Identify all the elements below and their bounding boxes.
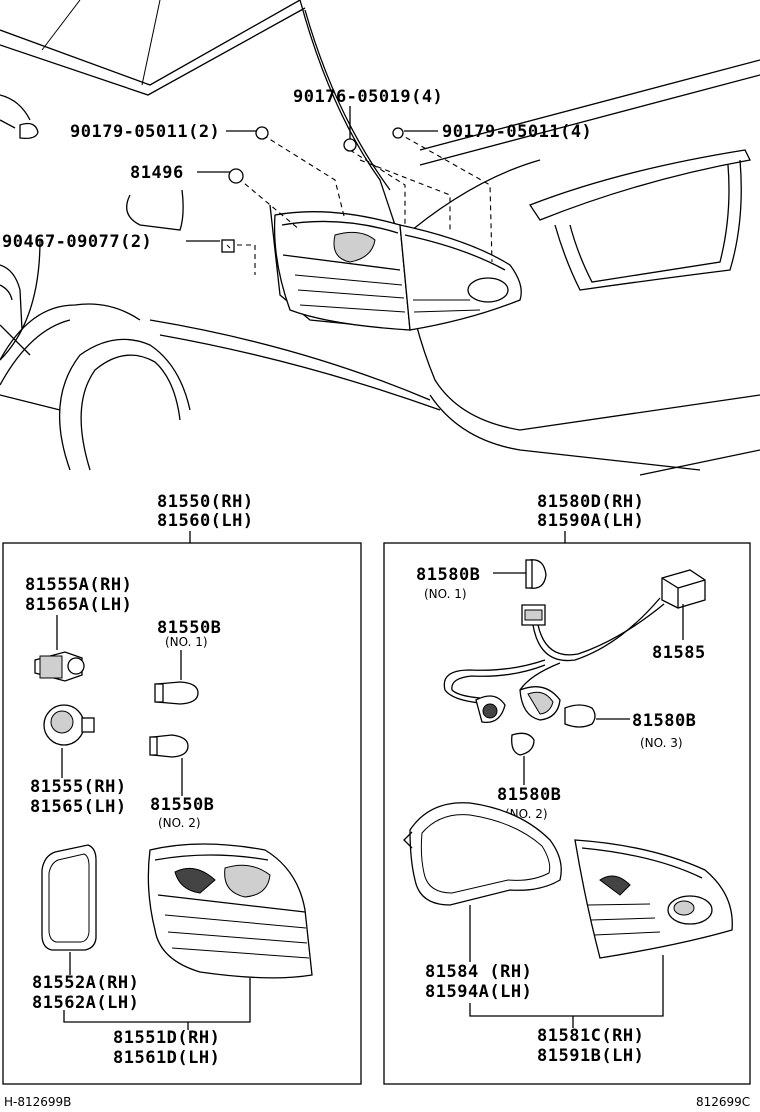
callout-nut: 90467-09077(2) — [2, 232, 152, 252]
vehicle-rear-illustration — [0, 0, 760, 476]
left-assembly-box — [2, 542, 362, 1085]
socket-lh-label: 81565(LH) — [30, 797, 127, 817]
bulb-b1-icon — [154, 681, 199, 705]
left-header-rh: 81550(RH) — [157, 492, 254, 512]
bulb-1-label: 81580B — [416, 565, 480, 585]
callout-clip-a: 90179-05011(2) — [70, 122, 220, 142]
left-lens-icon — [147, 843, 313, 979]
right-lens-rh-label: 81581C(RH) — [537, 1026, 644, 1046]
connector-label: 81585 — [652, 643, 706, 663]
grommet-icon — [228, 168, 244, 184]
clip-b-icon — [392, 127, 404, 139]
footer-right-code: 812699C — [696, 1095, 750, 1109]
clip-a-icon — [255, 126, 269, 140]
gasket-lh-label: 81562A(LH) — [32, 993, 139, 1013]
bulb-b2-icon — [149, 734, 189, 758]
callout-clip-b: 90179-05011(4) — [442, 122, 592, 142]
callout-grommet: 81496 — [130, 163, 184, 183]
socket-icon — [43, 704, 95, 746]
right-gasket-lh-label: 81594A(LH) — [425, 982, 532, 1002]
bulb-b1-label: 81550B — [157, 618, 221, 638]
socket-rh-label: 81555(RH) — [30, 777, 127, 797]
left-gasket-icon — [41, 844, 97, 951]
right-gasket-rh-label: 81584 (RH) — [425, 962, 532, 982]
bulb-2-label: 81580B — [497, 785, 561, 805]
top-callout-leaders — [186, 106, 438, 242]
bulb-2-icon — [511, 732, 535, 756]
top-callout-labels: 90179-05011(2) 90176-05019(4) 90179-0501… — [2, 87, 592, 252]
right-assembly-box — [383, 542, 751, 1085]
tail-lamp-on-vehicle — [273, 211, 522, 331]
gasket-rh-label: 81552A(RH) — [32, 973, 139, 993]
wiring-harness-icon — [443, 597, 665, 728]
bulb-b2-label: 81550B — [150, 795, 214, 815]
fastener-leaders — [221, 126, 493, 275]
socket-a-icon — [34, 651, 85, 682]
left-assembly: 81550(RH) 81560(LH) 81555A(RH) 81565A(LH… — [2, 492, 362, 1085]
footer-left-code: H-812699B — [4, 1095, 71, 1109]
bulb-b1-note: (NO. 1) — [165, 635, 208, 649]
bulb-1-note: (NO. 1) — [424, 587, 467, 601]
right-lens-icon — [574, 839, 733, 959]
right-lens-lh-label: 81591B(LH) — [537, 1046, 644, 1066]
socket-a-rh-label: 81555A(RH) — [25, 575, 132, 595]
right-assembly: 81580D(RH) 81590A(LH) 81580B (NO. 1) — [383, 492, 751, 1085]
bulb-3-label: 81580B — [632, 711, 696, 731]
socket-a-lh-label: 81565A(LH) — [25, 595, 132, 615]
left-lens-lh-label: 81561D(LH) — [113, 1048, 220, 1068]
screw-icon — [343, 138, 357, 152]
left-header-lh: 81560(LH) — [157, 511, 254, 531]
bulb-1-icon — [525, 559, 547, 589]
callout-screw: 90176-05019(4) — [293, 87, 443, 107]
bulb-b2-note: (NO. 2) — [158, 816, 201, 830]
left-lens-rh-label: 81551D(RH) — [113, 1028, 220, 1048]
connector-icon — [661, 569, 706, 609]
right-gasket-icon — [403, 802, 562, 906]
bulb-3-note: (NO. 3) — [640, 736, 683, 750]
right-header-rh: 81580D(RH) — [537, 492, 644, 512]
right-header-lh: 81590A(LH) — [537, 511, 644, 531]
